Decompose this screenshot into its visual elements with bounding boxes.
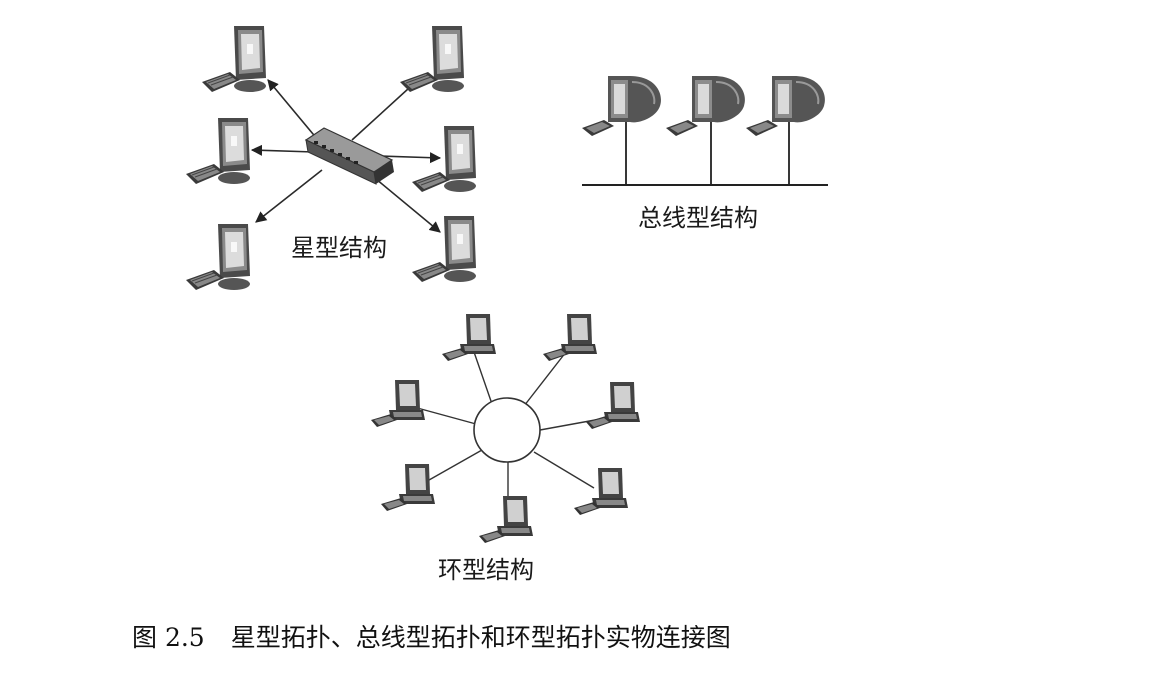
bus-topology-label: 总线型结构 <box>638 204 758 232</box>
desktop-computer-icon <box>665 75 746 137</box>
network-hub-icon <box>304 127 394 185</box>
desktop-computer-icon <box>201 25 267 93</box>
star-link-bottom-right <box>369 173 441 233</box>
star-link-bottom-left <box>255 169 323 223</box>
star-topology-label: 星型结构 <box>291 234 387 262</box>
desktop-computer-icon <box>371 380 425 427</box>
figure-number: 图 2.5 <box>132 623 205 652</box>
desktop-computer-icon <box>543 314 597 361</box>
desktop-computer-icon <box>586 382 640 429</box>
desktop-computer-icon <box>581 75 662 137</box>
ring-topology-label: 环型结构 <box>438 556 534 584</box>
star-link-mid-right <box>377 152 442 164</box>
desktop-computer-icon <box>574 468 628 515</box>
figure-caption-text: 星型拓扑、总线型拓扑和环型拓扑实物连接图 <box>230 623 731 652</box>
desktop-computer-icon <box>411 215 477 283</box>
desktop-computer-icon <box>442 314 496 361</box>
desktop-computer-icon <box>381 464 435 511</box>
bus-topology <box>581 75 828 186</box>
desktop-computer-icon <box>745 75 826 137</box>
star-link-top-left <box>267 79 319 141</box>
figure-caption: 图 2.5 星型拓扑、总线型拓扑和环型拓扑实物连接图 <box>132 618 731 654</box>
desktop-computer-icon <box>479 496 533 543</box>
star-link-mid-left <box>250 144 315 156</box>
ring-circle <box>473 397 541 463</box>
ring-links <box>409 351 607 508</box>
desktop-computer-icon <box>185 117 251 185</box>
star-topology <box>185 25 477 291</box>
desktop-computer-icon <box>399 25 465 93</box>
ring-topology <box>371 314 640 543</box>
desktop-computer-icon <box>185 223 251 291</box>
desktop-computer-icon <box>411 125 477 193</box>
